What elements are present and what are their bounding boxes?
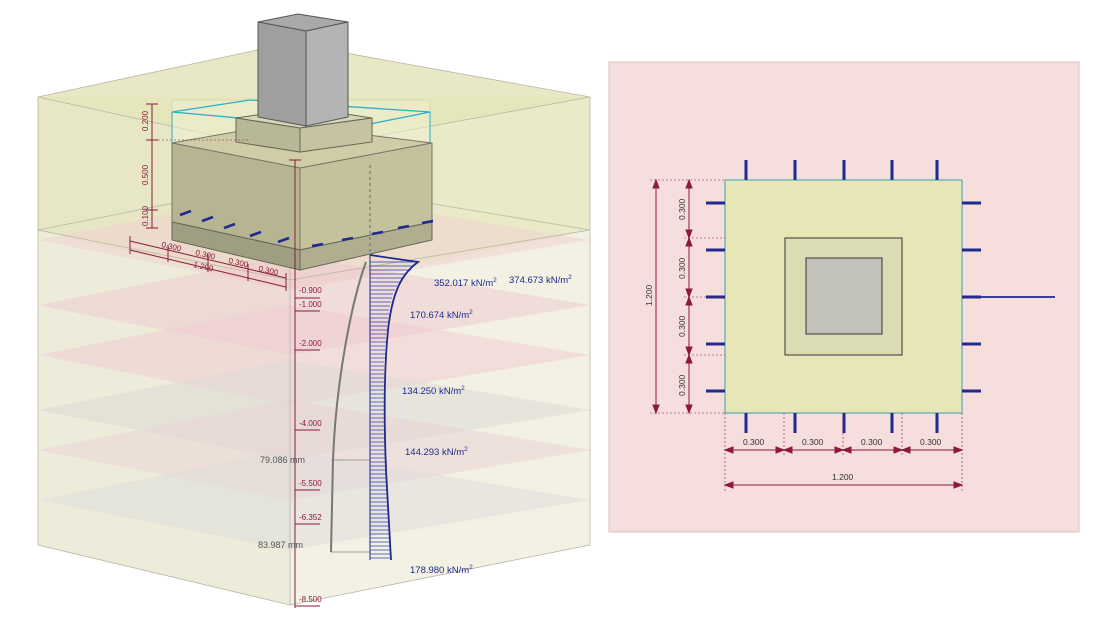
layer-pink-3: [38, 305, 590, 405]
plan-vseg-1: 0.300: [677, 198, 687, 220]
plan-vseg-2: 0.300: [677, 257, 687, 279]
plan-vseg-4: 0.300: [677, 374, 687, 396]
stress-label-top-left: 352.017 kN/m2: [434, 277, 497, 289]
plan-width-label: 1.200: [832, 472, 854, 482]
column-side: [305, 21, 349, 127]
settlement-label-upper: 79.086 mm: [260, 455, 305, 465]
dim-column-height: 0.200: [141, 110, 150, 131]
dim-footing-height: 0.500: [141, 164, 150, 185]
stress-label-bottom: 178.980 kN/m2: [410, 564, 473, 576]
footing-rebars: [179, 209, 434, 248]
depth-label-7: -8.500: [299, 595, 322, 604]
stress-label-top-right: 374.673 kN/m2: [509, 274, 572, 286]
depth-label-6: -6.352: [299, 513, 322, 522]
stress-label-3: 144.293 kN/m2: [405, 446, 468, 458]
plan-column: [805, 257, 883, 335]
depth-label-3: -2.000: [299, 339, 322, 348]
base-slab-side: [299, 221, 433, 271]
stress-label-1: 170.674 kN/m2: [410, 309, 473, 321]
plan-vseg-3: 0.300: [677, 315, 687, 337]
stress-hatch: [370, 261, 414, 559]
plan-hseg-2: 0.300: [802, 437, 824, 447]
settlement-curve: [330, 261, 367, 553]
plan-rebars: [706, 160, 981, 433]
layer-grey-2: [38, 450, 590, 550]
depth-label-1: -0.900: [299, 286, 322, 295]
vertical-dimension-chain: [146, 103, 250, 229]
stress-label-2: 134.250 kN/m2: [402, 385, 465, 397]
plan-hseg-3: 0.300: [861, 437, 883, 447]
column-front: [257, 21, 307, 127]
dim-base-offset: 0.100: [141, 205, 150, 226]
stress-curve: [369, 254, 421, 561]
plan-height-label: 1.200: [644, 284, 654, 306]
soil-model-3d: 0.200 0.500 0.100 0.300 0.300 0.300 0.30…: [37, 13, 591, 608]
depth-axis: [289, 159, 320, 608]
plan-horizontal-dims: [723, 413, 964, 492]
depth-label-5: -5.500: [299, 479, 322, 488]
plan-vertical-dims: [650, 178, 725, 415]
plan-hseg-1: 0.300: [743, 437, 765, 447]
plan-hseg-4: 0.300: [920, 437, 942, 447]
depth-label-2: -1.000: [299, 300, 322, 309]
settlement-label-lower: 83.987 mm: [258, 540, 303, 550]
depth-label-4: -4.000: [299, 419, 322, 428]
plan-view: 1.200 0.300 0.300 0.300 0.300 0.300 0.30…: [608, 61, 1080, 533]
horizontal-dimension-chain: [129, 236, 287, 291]
